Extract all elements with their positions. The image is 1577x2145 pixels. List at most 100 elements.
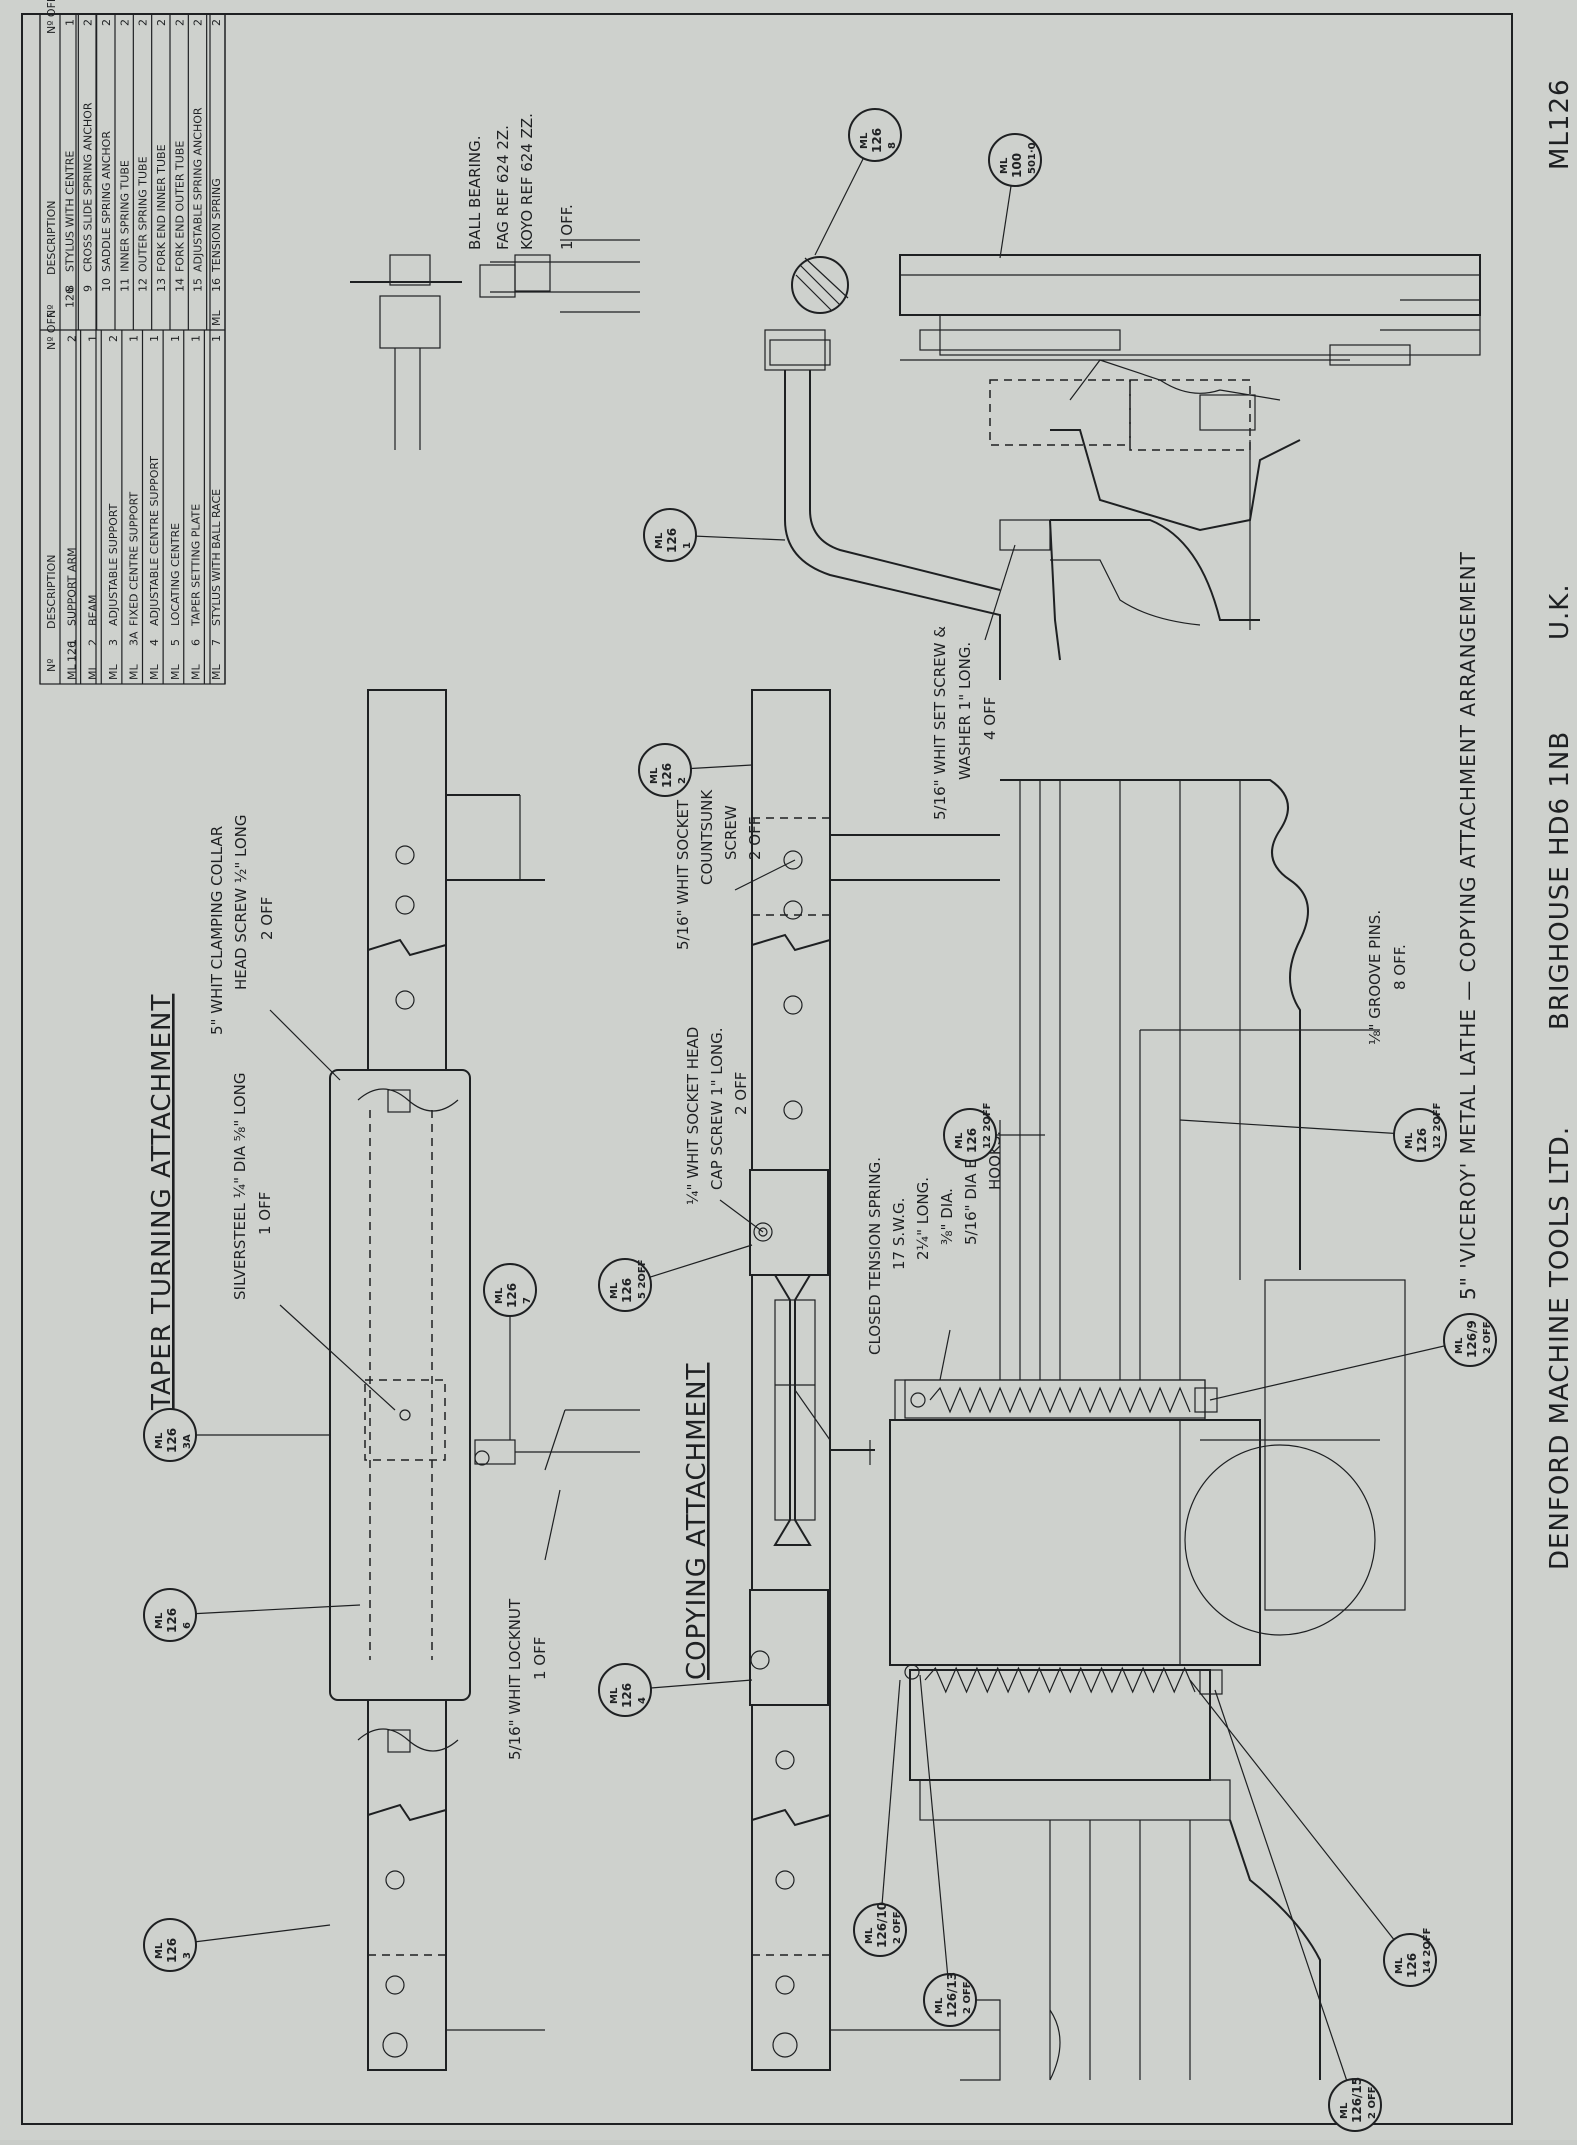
balloon-series: 126 [620, 1683, 634, 1708]
table-cell-no: 14 [173, 278, 186, 292]
drawing-title: 5" 'VICEROY' METAL LATHE — COPYING ATTAC… [1456, 551, 1480, 1300]
table-cell-no: 3A [128, 631, 141, 646]
table-cell-no: 4 [148, 639, 161, 646]
part-balloon [143, 1918, 197, 1972]
table-cell-off: 2 [107, 335, 120, 342]
table-cell-no: 5 [169, 639, 182, 646]
balloon-item: 5 2OFF [637, 1259, 648, 1299]
table-cell-description: CROSS SLIDE SPRING ANCHOR [82, 102, 95, 272]
part-balloon [483, 1263, 537, 1317]
company-country: U.K. [1545, 583, 1575, 640]
set-screw-note: 5/16" WHIT SET SCREW & [931, 626, 949, 820]
balloon-series: 126/10 [875, 1902, 889, 1948]
balloon-series: 126 [505, 1283, 519, 1308]
table-cell-description: TAPER SETTING PLATE [189, 504, 202, 627]
table-cell-description: ADJUSTABLE SUPPORT [107, 503, 120, 626]
balloon-series: 126 [165, 1938, 179, 1963]
table-cell-off: 1 [63, 19, 76, 26]
part-balloon [638, 743, 692, 797]
balloon-prefix: ML [649, 767, 660, 784]
balloon-item: 2 OFF [1482, 1321, 1493, 1354]
balloon-item: 7 [522, 1297, 533, 1304]
bearing-title: BALL BEARING. [466, 135, 484, 250]
table-cell-description: SUPPORT ARM [66, 547, 79, 626]
tension-spring-note: 17 S.W.G. [890, 1198, 908, 1270]
silversteel-note: SILVERSTEEL ¼" DIA ⅝" LONG [231, 1073, 249, 1300]
balloon-series: 126 [965, 1128, 979, 1153]
tension-spring-note: CLOSED TENSION SPRING. [866, 1157, 884, 1355]
balloon-series: 126 [1415, 1128, 1429, 1153]
table-cell-off: 2 [100, 19, 113, 26]
table-cell-off: 2 [66, 335, 79, 342]
table-cell-no: 10 [100, 278, 113, 292]
table-cell-description: STYLUS WITH CENTRE [63, 151, 76, 272]
part-balloon [643, 508, 697, 562]
groove-pins-note: 8 OFF. [1391, 944, 1409, 990]
table-header-description: DESCRIPTION [45, 555, 58, 629]
table-cell-off: 2 [82, 19, 95, 26]
balloon-series: 126 [620, 1278, 634, 1303]
balloon-prefix: ML [859, 132, 870, 149]
table-cell-no: 2 [86, 639, 99, 646]
table-cell-no: 11 [118, 278, 131, 292]
table-cell-no: 7 [210, 639, 223, 646]
copying-title: COPYING ATTACHMENT [682, 1363, 712, 1680]
set-screw-note: WASHER 1" LONG. [956, 642, 974, 780]
balloon-prefix: ML [154, 1612, 165, 1629]
part-balloon [1393, 1108, 1447, 1162]
bearing-koyo: KOYO REF 624 ZZ. [518, 113, 536, 250]
silversteel-note: 1 OFF [256, 1192, 274, 1235]
balloon-item: 2 OFF [1367, 2086, 1378, 2119]
leader-line [1209, 1339, 1471, 1401]
part-balloon [1443, 1313, 1497, 1367]
balloon-prefix: ML [1404, 1132, 1415, 1149]
balloon-prefix: ML [494, 1287, 505, 1304]
tension-spring-upper [904, 1379, 1218, 1419]
table-cell-off: 1 [169, 335, 182, 342]
sheet-border [21, 13, 1513, 2125]
table-header-off: Nº OFF [45, 0, 58, 34]
table-cell-no: 12 [137, 278, 150, 292]
saddle-section [764, 254, 1481, 680]
table-cell-prefix: ML [66, 664, 79, 680]
table-cell-off: 2 [118, 19, 131, 26]
table-cell-prefix: ML [148, 664, 161, 680]
balloon-series: 126 [165, 1608, 179, 1633]
part-balloon [848, 108, 902, 162]
balloon-prefix: ML [954, 1132, 965, 1149]
lathe-bed [889, 779, 1406, 2081]
leader-line [1179, 1119, 1421, 1136]
bearing-fag: FAG REF 624 2Z. [494, 125, 512, 250]
part-balloon [1328, 2078, 1382, 2132]
balloon-prefix: ML [1339, 2102, 1350, 2119]
table-cell-description: STYLUS WITH BALL RACE [210, 489, 223, 626]
balloon-item: 3 [182, 1952, 193, 1959]
table-cell-description: TENSION SPRING [210, 178, 223, 273]
bearing-note: BALL BEARING. FAG REF 624 2Z. KOYO REF 6… [466, 113, 576, 250]
leader-line [1189, 1679, 1411, 1961]
balloon-item: 8 [887, 142, 898, 149]
taper-title: TAPER TURNING ATTACHMENT [147, 994, 177, 1411]
clamping-collar-note: 5" WHIT CLAMPING COLLAR [208, 826, 226, 1035]
balloon-prefix: ML [934, 1997, 945, 2014]
table-cell-description: BEAM [86, 594, 99, 626]
table-cell-off: 1 [86, 335, 99, 342]
balloon-prefix: ML [609, 1687, 620, 1704]
table-cell-description: OUTER SPRING TUBE [137, 156, 150, 272]
company-name: DENFORD MACHINE TOOLS LTD. [1545, 1126, 1575, 1570]
socket-cap-note: CAP SCREW 1" LONG. [708, 1028, 726, 1191]
table-cell-off: 1 [210, 335, 223, 342]
table-cell-description: ADJUSTABLE CENTRE SUPPORT [148, 456, 161, 626]
balloon-item: 1 [682, 542, 693, 549]
balloon-series: 100 [1010, 153, 1024, 178]
socket-countsunk-note: COUNTSUNK [698, 789, 716, 885]
balloon-item: 12 2OFF [982, 1102, 993, 1149]
balloon-item: 2 OFF [892, 1911, 903, 1944]
table-cell-no: 9 [82, 285, 95, 292]
title-block: DENFORD MACHINE TOOLS LTD. BRIGHOUSE HD6… [1456, 78, 1575, 1570]
balloon-series: 126/9 [1465, 1320, 1479, 1358]
balloon-item: 501·0 [1027, 142, 1038, 174]
part-balloon [143, 1588, 197, 1642]
